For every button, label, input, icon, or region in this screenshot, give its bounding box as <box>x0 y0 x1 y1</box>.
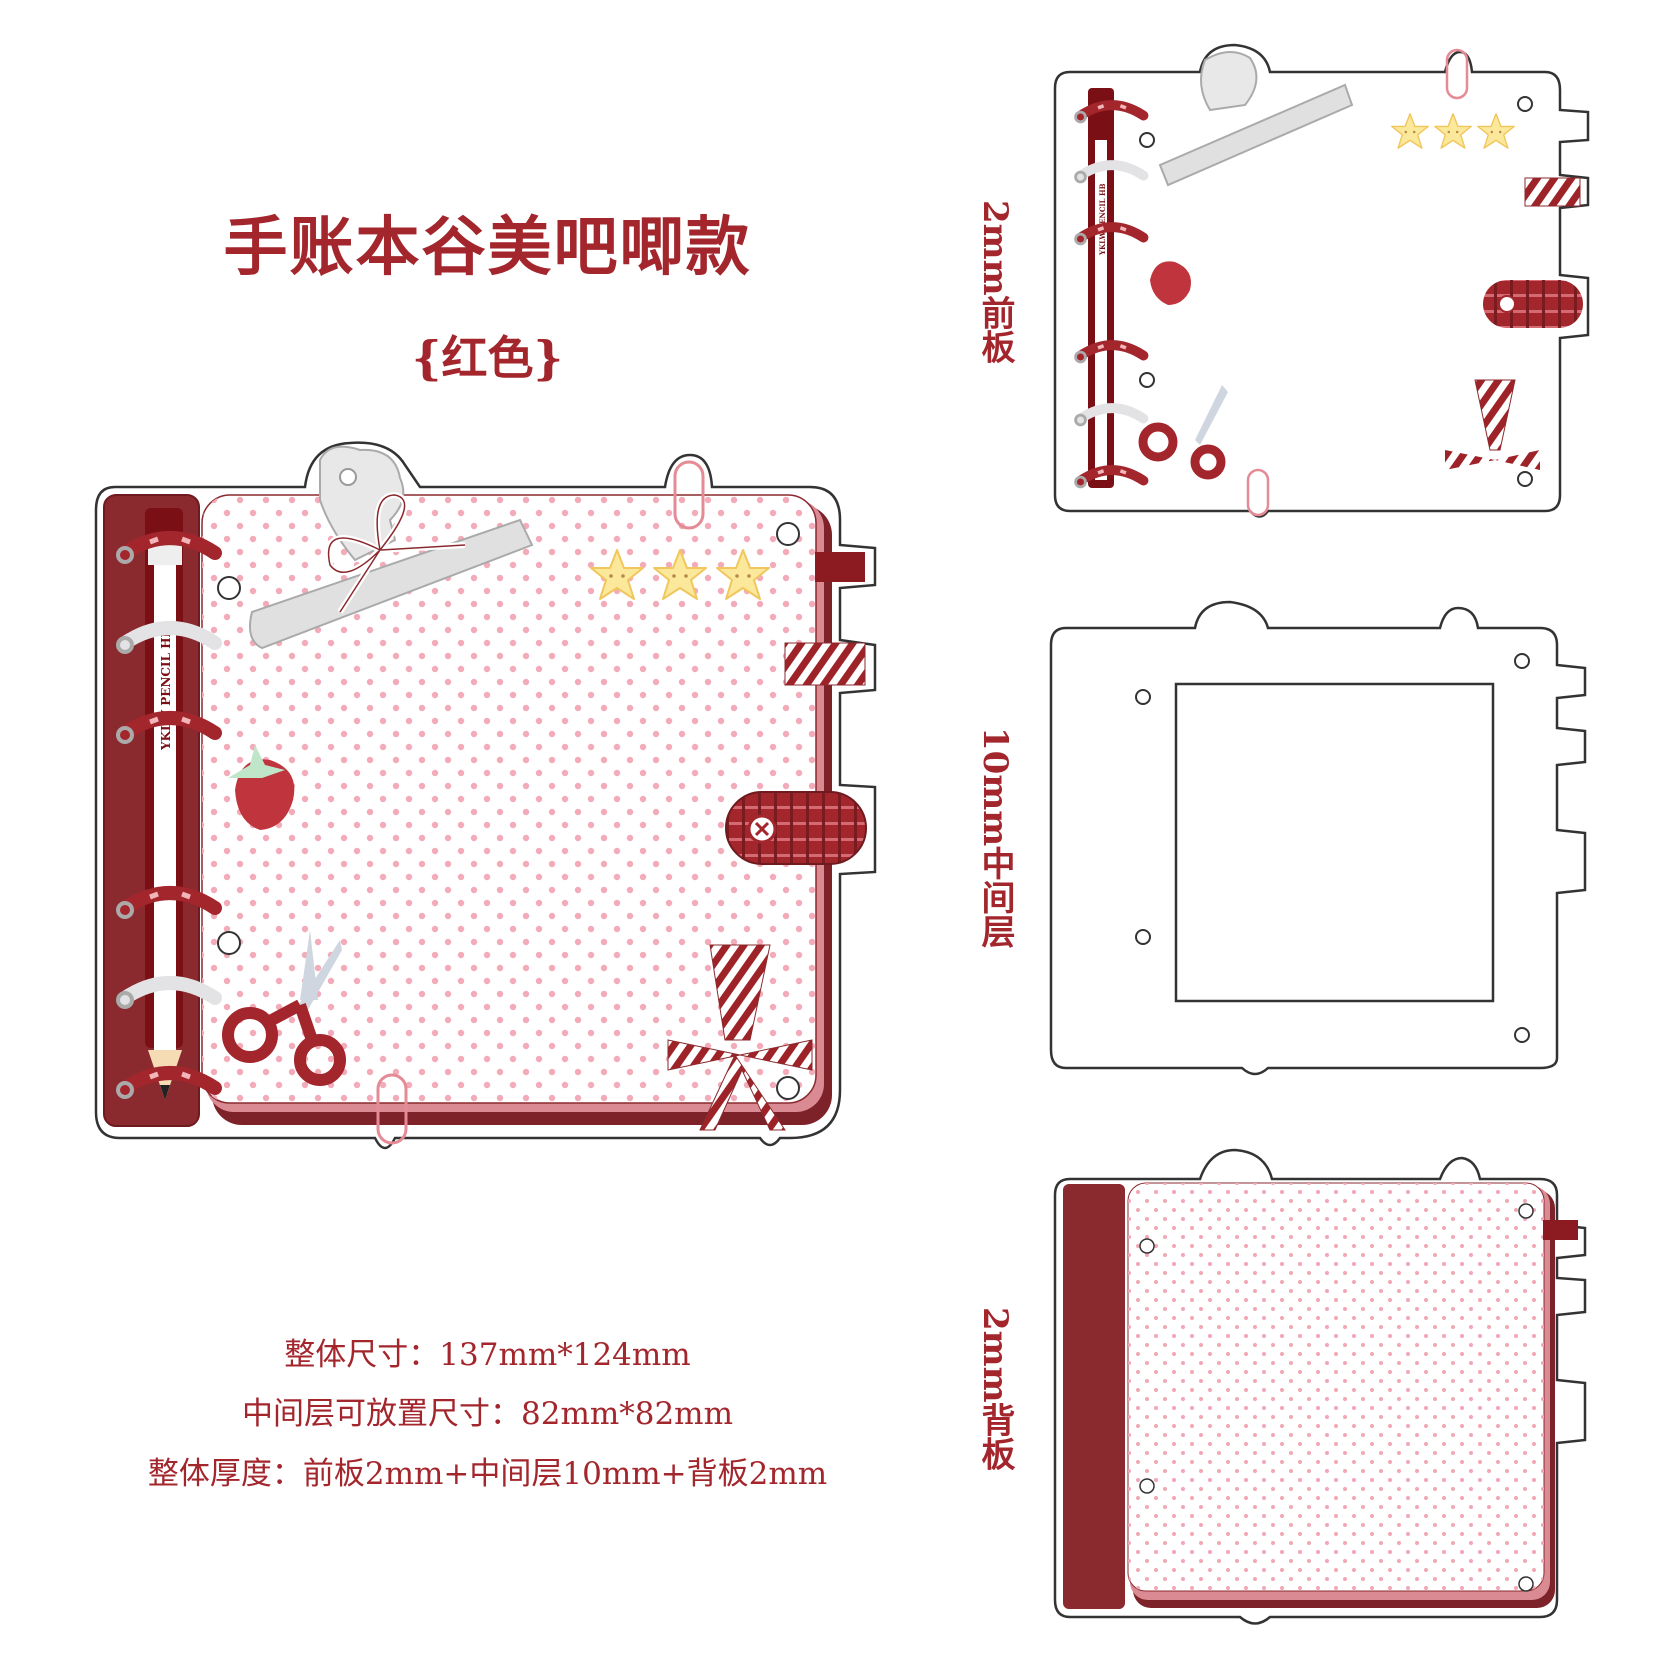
ribbon-bow-icon <box>667 944 813 1131</box>
front-panel-label: 2mm前板 <box>975 200 1015 364</box>
pencil-label: YKLW PENCIL HB <box>159 627 173 751</box>
color-variant-label: {红色} <box>411 331 564 385</box>
punch-holes <box>217 522 800 1100</box>
front-panel-illustration: YKLW PENCIL HB <box>1053 43 1590 518</box>
bow-icon <box>325 491 466 614</box>
paperclip-icon <box>376 460 705 1145</box>
badge-window <box>1174 682 1495 1003</box>
main-notebook-illustration: YKLW PENCIL HB <box>94 441 877 1150</box>
middle-layer-label: 10mm中间层 <box>975 727 1015 949</box>
ribbon-tab <box>815 552 865 582</box>
spec-thickness: 整体厚度：前板2mm+中间层10mm+背板2mm <box>147 1456 828 1492</box>
plaid-strap-icon <box>725 791 867 865</box>
pencil-icon: YKLW PENCIL HB <box>145 508 183 1100</box>
scissors-icon <box>222 930 346 1086</box>
front-pencil-label: YKLW PENCIL HB <box>1098 183 1107 256</box>
middle-layer-illustration <box>1049 600 1587 1076</box>
spec-overall-size: 整体尺寸：137mm*124mm <box>284 1337 691 1373</box>
strawberry-icon <box>228 745 295 830</box>
binder-clip-icon <box>249 445 534 650</box>
spec-insert-size: 中间层可放置尺寸：82mm*82mm <box>242 1396 733 1432</box>
page-title: 手账本谷美吧唧款 <box>223 210 752 285</box>
striped-washi-tab <box>784 642 866 686</box>
back-panel-label: 2mm背板 <box>975 1307 1015 1471</box>
back-panel-illustration <box>1053 1148 1587 1625</box>
